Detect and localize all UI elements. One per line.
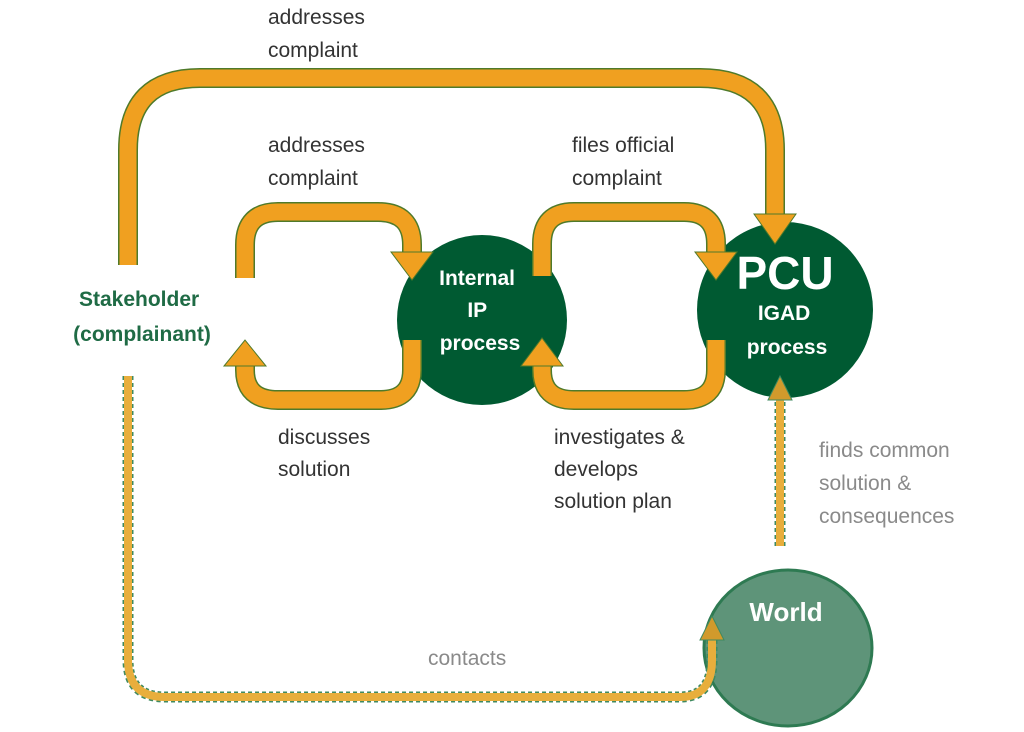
stakeholder-label[interactable]: Stakeholder (complainant) <box>73 288 211 346</box>
label-investigates-develops: investigates & develops solution plan <box>554 426 691 513</box>
arrow-discusses-solution <box>222 339 422 410</box>
arrow-files-official-complaint <box>532 202 738 281</box>
pcu-node-label: IGAD process <box>747 302 828 359</box>
arrow-inner-addresses-complaint <box>235 202 434 281</box>
arrow-investigates-solution-plan <box>520 337 726 410</box>
arrow-contacts-dashed <box>122 376 725 703</box>
label-files-official-complaint: files official complaint <box>572 134 680 190</box>
pcu-title: PCU <box>736 247 833 299</box>
pcu-igad-process-node[interactable] <box>697 222 873 398</box>
world-node[interactable] <box>702 568 874 728</box>
arrow-finds-common-solution-dashed <box>767 374 793 546</box>
label-discusses-solution: discusses solution <box>278 426 376 481</box>
internal-node-label: Internal IP process <box>439 267 521 355</box>
label-inner-addresses-complaint: addresses complaint <box>268 134 371 190</box>
label-contacts: contacts <box>428 647 506 670</box>
label-finds-common-solution: finds common solution & consequences <box>819 439 956 528</box>
world-node-label: World <box>749 597 822 627</box>
label-top-addresses-complaint: addresses complaint <box>268 6 371 62</box>
arrow-top-addresses-complaint <box>118 68 797 265</box>
